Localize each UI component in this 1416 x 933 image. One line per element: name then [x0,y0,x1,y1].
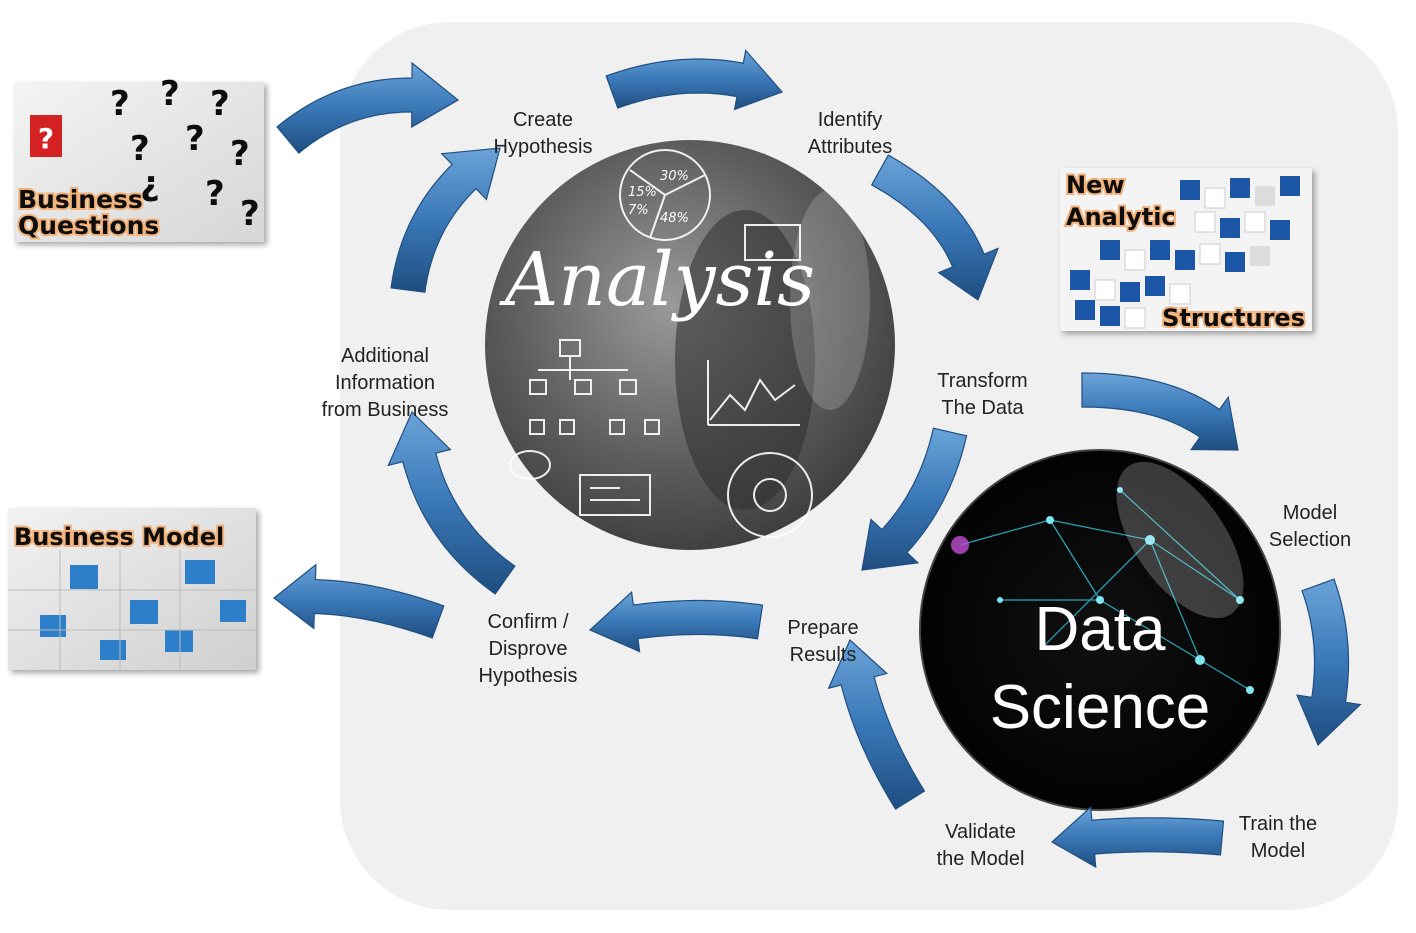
red-question-tile [30,115,62,157]
arrow-validate-to-prepare [827,638,926,810]
svg-text:?: ? [230,134,250,174]
arrow-train-to-validate [1050,805,1225,869]
glass-highlight [790,190,870,410]
glass-highlight [1116,461,1244,619]
svg-text:?: ? [185,119,205,159]
purple-node [951,536,969,554]
card-label: Business Model [14,523,224,551]
data-science-circle: Data Science [919,449,1281,811]
arrow-identify-to-transform [870,154,1000,301]
chart-label-15: 15% [628,185,657,200]
svg-text:?: ? [205,174,225,214]
arrow-confirm-to-model [273,563,445,639]
business-model-card: Business Model [8,508,256,670]
card-label-line2: Analytic [1066,203,1176,231]
arrow-create-to-identify [605,49,784,111]
cycle-arrows [273,49,1362,869]
arrow-additional-to-create [390,147,501,293]
network-lines [959,489,1251,691]
chart-label-48: 48% [660,211,689,226]
svg-text:?: ? [110,84,130,124]
cube-pattern [1070,176,1300,329]
arrow-transform-to-prepare [861,427,968,571]
line-chart-sketch [709,378,796,421]
svg-text:?: ? [130,129,150,169]
card-label-line1: New [1066,171,1125,199]
arrow-confirm-to-additional [387,410,516,595]
arrow-questions-to-create [276,61,460,154]
new-analytic-structures-card: New Analytic Structures [1060,168,1312,334]
business-questions-card: ??? ??? ??¿ ? Business Questions [14,74,264,242]
analysis-title: Analysis [499,237,815,323]
card-label-line2: Questions [18,211,159,240]
network-nodes [997,487,1254,694]
arrow-model-to-train [1296,578,1362,747]
arrow-prepare-to-confirm [588,590,764,653]
card-label-line1: Business [18,185,143,214]
data-science-title-line1: Data [1035,595,1166,664]
question-marks-icon: ??? ??? ??¿ [110,74,260,234]
svg-text:?: ? [210,84,230,124]
chart-label-7: 7% [628,203,649,218]
svg-text:?: ? [240,194,260,234]
pie-chart-sketch [619,149,711,241]
dial-sketch [727,452,813,538]
chart-label-30: 30% [660,169,689,184]
analysis-circle: Analysis 30% 15% 7% 48% [485,140,895,550]
arrow-structures-to-model [1081,372,1239,451]
person-silhouette [675,210,815,510]
data-science-title-line2: Science [990,673,1211,742]
svg-text:¿: ¿ [140,164,160,204]
svg-text:?: ? [160,74,180,114]
card-label-line3: Structures [1162,304,1305,332]
svg-text:?: ? [38,122,54,155]
